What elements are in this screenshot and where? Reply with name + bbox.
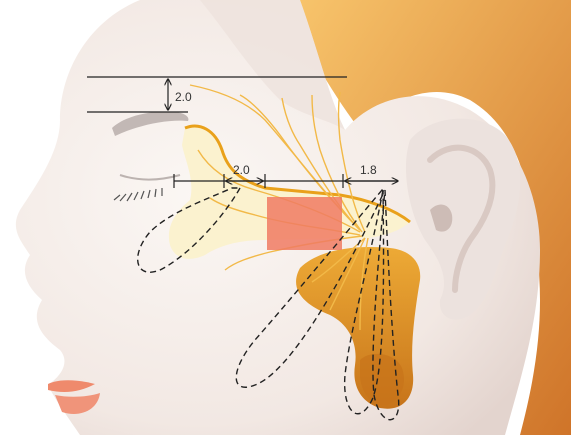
label-middle-measurement: 2.0 bbox=[233, 163, 250, 177]
label-right-measurement: 1.8 bbox=[360, 163, 377, 177]
label-vertical-measurement: 2.0 bbox=[175, 90, 192, 104]
highlighted-danger-zone bbox=[267, 197, 342, 250]
